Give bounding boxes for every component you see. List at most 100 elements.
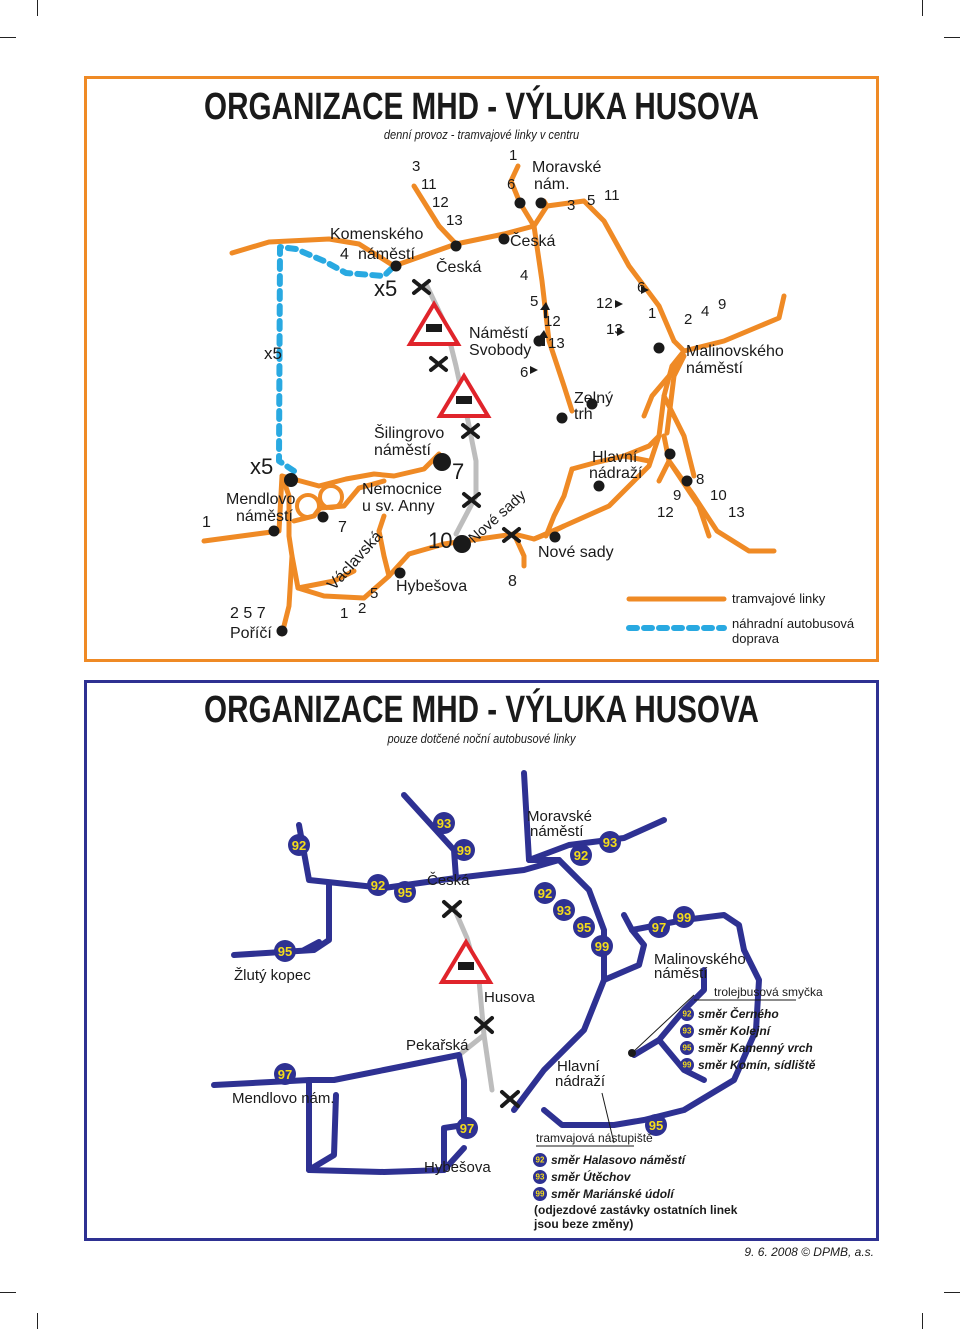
- tram-line: [641, 348, 687, 419]
- line-badge: 92: [288, 834, 310, 856]
- closure-cross: [442, 900, 462, 918]
- bus-route: [231, 882, 332, 958]
- legend-text: směr Mariánské údolí: [551, 1187, 675, 1201]
- stop-label-hlavni: nádraží: [589, 465, 643, 482]
- line-badge: 95: [394, 881, 416, 903]
- line-badge: 92: [533, 1153, 547, 1167]
- day-tram-map: 3 11 12 13 1 6 Moravské nám. 3 5 11 Česk…: [201, 147, 855, 646]
- legend-text: jsou beze změny): [533, 1217, 633, 1231]
- stop-dot: [586, 398, 598, 410]
- line-number: 10: [428, 528, 452, 553]
- stop-label-ceska: Česká: [436, 257, 481, 276]
- tram-line: [279, 451, 442, 489]
- line-number: 6: [637, 279, 645, 296]
- tram-line: [621, 453, 652, 464]
- footer-credit: 9. 6. 2008 © DPMB, a.s.: [744, 1245, 874, 1259]
- svg-text:92: 92: [574, 848, 588, 863]
- night-bus-panel: ORGANIZACE MHD - VÝLUKA HUSOVA pouze dot…: [84, 680, 879, 1241]
- line-number: 12: [657, 504, 674, 521]
- stop-dot: [664, 448, 676, 460]
- svg-text:99: 99: [677, 910, 691, 925]
- stop-dot: [514, 197, 526, 209]
- line-badge: 92: [367, 874, 389, 896]
- stop-label-zelny: trh: [574, 406, 593, 423]
- line-badge: 93: [433, 812, 455, 834]
- line-number: 3: [412, 158, 420, 175]
- tram-line: [666, 458, 712, 539]
- svg-text:97: 97: [460, 1121, 474, 1136]
- stop-label-malinovskeho: Malinovského: [686, 343, 784, 360]
- stop-dot: [593, 480, 605, 492]
- bus-route: [401, 792, 459, 881]
- bus-route: [526, 817, 667, 863]
- direction-arrow-icon: [617, 328, 625, 336]
- tram-line: [543, 466, 575, 539]
- line-badge: 93: [599, 831, 621, 853]
- tram-line: [661, 393, 697, 479]
- stop-label-malinovskeho: náměstí: [686, 360, 743, 377]
- svg-text:95: 95: [278, 944, 292, 959]
- line-number: 2: [358, 600, 366, 617]
- stop-dot: [681, 475, 693, 487]
- svg-text:93: 93: [437, 816, 451, 831]
- line-badge: 99: [673, 906, 695, 928]
- line-badge: 92: [570, 844, 592, 866]
- closure-cross: [461, 423, 480, 439]
- stop-label-hlavni: nádraží: [555, 1073, 606, 1090]
- crop-mark: [0, 37, 16, 38]
- svg-text:95: 95: [649, 1118, 663, 1133]
- tram-line: [531, 523, 567, 542]
- line-number: 2 5 7: [230, 605, 266, 622]
- crop-mark: [37, 0, 38, 16]
- legend-pointer: [631, 994, 695, 1054]
- line-badge: 99: [680, 1058, 694, 1072]
- svg-text:99: 99: [457, 843, 471, 858]
- closure-cross: [474, 1016, 494, 1034]
- direction-arrow-icon: [530, 366, 538, 374]
- replacement-bus-route: [276, 244, 397, 474]
- legend-text: směr Kolejní: [698, 1024, 772, 1038]
- stop-dot: [276, 625, 288, 637]
- line-number: 5: [587, 192, 595, 209]
- stop-label-moravske: Moravské: [527, 808, 592, 825]
- svg-text:92: 92: [683, 1010, 692, 1019]
- stop-dot: [284, 473, 298, 487]
- stop-label-komenskeho: náměstí: [358, 246, 415, 263]
- line-badge: 97: [274, 1063, 296, 1085]
- stop-label-hlavni: Hlavní: [557, 1058, 600, 1075]
- legend-text: (odjezdové zastávky ostatních linek: [534, 1203, 738, 1217]
- stop-label-nam-svobody: Náměstí: [469, 325, 529, 342]
- closure-cross: [462, 492, 481, 508]
- stop-label-ceska: Česká: [427, 872, 470, 889]
- stop-label-moravske: nám.: [534, 176, 570, 193]
- stop-label-mendlovo: náměstí: [236, 508, 293, 525]
- stop-label-hybesova: Hybešova: [396, 578, 467, 595]
- line-number: 6: [507, 176, 515, 193]
- line-number: 1: [509, 147, 517, 164]
- line-number: 10: [710, 487, 727, 504]
- line-number: 1: [340, 605, 348, 622]
- stop-label-silingrovo: náměstí: [374, 442, 431, 459]
- tram-line: [279, 473, 295, 637]
- night-subtitle: pouze dotčené noční autobusové linky: [387, 731, 576, 746]
- line-number: 5: [370, 585, 378, 602]
- svg-text:95: 95: [577, 920, 591, 935]
- crop-mark: [0, 1292, 16, 1293]
- svg-text:99: 99: [683, 1061, 692, 1070]
- stop-label-nemocnice: u sv. Anny: [362, 498, 435, 515]
- stop-label-komenskeho: Komenského: [330, 226, 423, 243]
- line-badge: 95: [680, 1041, 694, 1055]
- tram-line: [671, 293, 787, 354]
- stop-label-hlavni: Hlavní: [592, 449, 638, 466]
- day-tram-panel: ORGANIZACE MHD - VÝLUKA HUSOVA denní pro…: [84, 76, 879, 662]
- direction-arrow-icon: [641, 286, 649, 294]
- stop-label-malinovskeho: náměstí: [654, 965, 708, 982]
- line-number: 12: [544, 313, 561, 330]
- stop-dot: [433, 453, 451, 471]
- line-badge: 95: [645, 1114, 667, 1136]
- line-number: 11: [604, 187, 620, 204]
- tram-line: [391, 223, 537, 269]
- line-number: 8: [508, 573, 517, 590]
- svg-text:99: 99: [536, 1190, 545, 1199]
